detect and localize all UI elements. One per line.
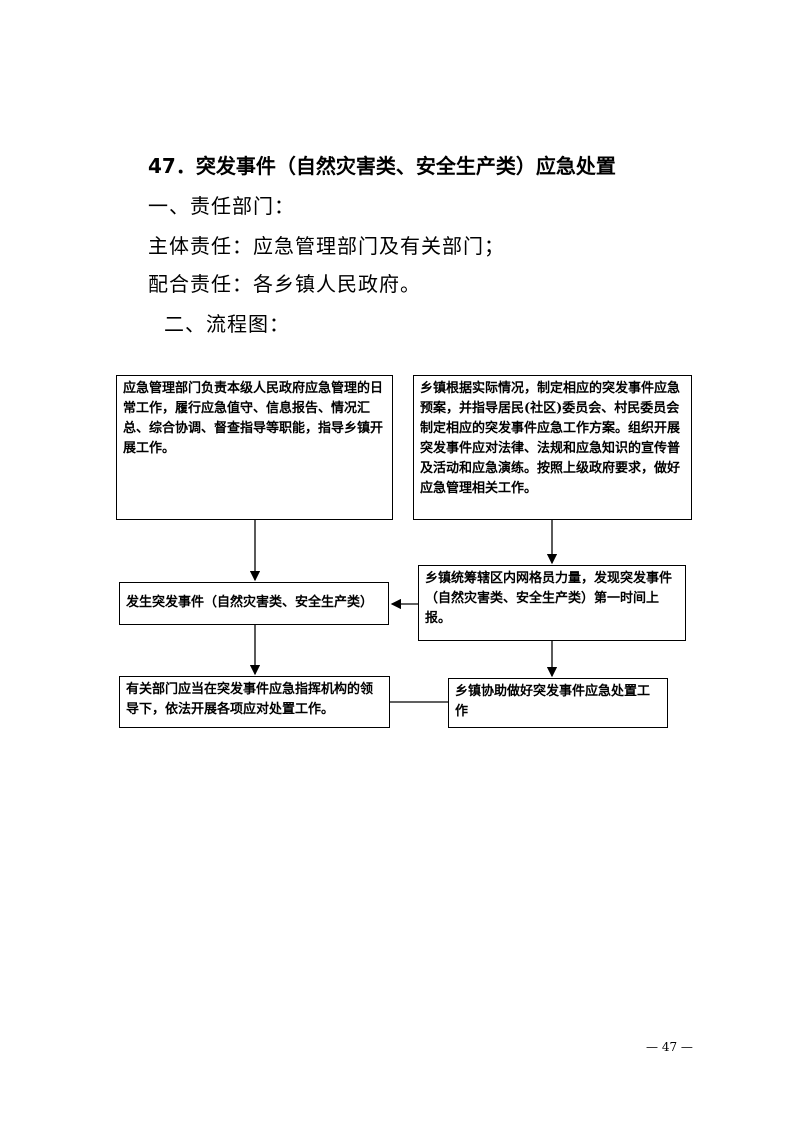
flow-box-departments-response: 有关部门应当在突发事件应急指挥机构的领导下，依法开展各项应对处置工作。 — [119, 676, 390, 728]
flow-box-township-reporting: 乡镇统筹辖区内网格员力量，发现突发事件（自然灾害类、安全生产类）第一时间上报。 — [418, 565, 686, 641]
flow-box-incident-occurs: 发生突发事件（自然灾害类、安全生产类） — [119, 582, 389, 625]
main-responsibility-line: 主体责任：应急管理部门及有关部门； — [148, 234, 505, 258]
section-responsibility-title: 一、责任部门： — [148, 194, 295, 218]
flow-box-emergency-management-duties: 应急管理部门负责本级人民政府应急管理的日常工作，履行应急值守、信息报告、情况汇总… — [116, 375, 393, 520]
section-flowchart-title: 二、流程图： — [164, 312, 290, 336]
page-number: — 47 — — [646, 1040, 693, 1054]
flow-box-township-preparedness: 乡镇根据实际情况，制定相应的突发事件应急预案，并指导居民(社区)委员会、村民委员… — [413, 375, 692, 520]
cooperating-responsibility-line: 配合责任：各乡镇人民政府。 — [148, 272, 421, 296]
flow-box-township-assist: 乡镇协助做好突发事件应急处置工作 — [448, 678, 668, 728]
document-heading: 47．突发事件（自然灾害类、安全生产类）应急处置 — [148, 154, 616, 178]
